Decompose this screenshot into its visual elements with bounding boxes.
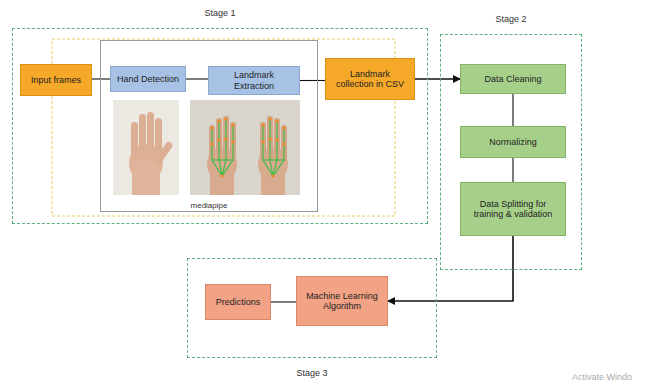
landmark-dot: [275, 138, 278, 141]
box-label: Normalizing: [489, 137, 537, 147]
box-label: Landmark Extraction: [213, 70, 295, 91]
landmark-dot: [217, 138, 220, 141]
box-label: Landmark collection in CSV: [330, 69, 410, 90]
finger: [139, 114, 146, 160]
landmark-dot: [268, 117, 271, 120]
process-box: Landmark collection in CSV: [325, 58, 415, 100]
group-heading: Stage 1: [13, 8, 427, 18]
connector-arrow: [388, 236, 513, 301]
landmark-line: [263, 159, 284, 160]
connector-arrow: [415, 78, 460, 80]
landmark-dot: [224, 117, 227, 120]
process-box: Normalizing: [460, 126, 566, 158]
photo-ground: [113, 100, 179, 195]
landmark-dot: [231, 140, 234, 143]
finger: [147, 112, 154, 160]
hand-photo: [113, 100, 179, 195]
landmark-dot: [217, 119, 220, 122]
landmark-line: [212, 121, 222, 176]
landmark-line: [273, 121, 284, 176]
landmark-line: [222, 119, 233, 176]
landmark-dot: [231, 123, 234, 126]
process-box: Data Cleaning: [460, 64, 566, 94]
stage-group: Stage 3PredictionsMachine Learning Algor…: [187, 258, 437, 358]
box-label: Machine Learning Algorithm: [301, 291, 383, 312]
process-box: Machine Learning Algorithm: [296, 276, 388, 326]
stage-group: Stage 1Input framesmediapipeHand Detecti…: [12, 28, 428, 224]
landmark-dot: [210, 142, 213, 145]
landmark-dot: [268, 137, 271, 140]
landmark-dot: [261, 140, 264, 143]
thumb: [153, 141, 174, 166]
process-box: Landmark Extraction: [208, 66, 300, 95]
landmark-dot: [224, 137, 227, 140]
finger: [131, 122, 138, 160]
group-heading: Stage 3: [188, 368, 436, 378]
box-label: Predictions: [216, 297, 261, 307]
group-heading: Stage 2: [441, 14, 581, 24]
connector-line: [512, 94, 513, 126]
watermark: Activate Windo: [572, 372, 632, 382]
box-label: Data Splitting for training & validation: [465, 199, 561, 220]
process-box: Input frames: [20, 64, 92, 96]
landmark-dots: [210, 117, 285, 177]
connector-line: [300, 80, 325, 81]
box-label: Input frames: [31, 75, 81, 85]
landmark-line: [263, 119, 273, 176]
stage-group: Stage 2Data CleaningNormalizingData Spli…: [440, 34, 582, 270]
connector-line: [271, 301, 296, 302]
landmark-dot: [282, 126, 285, 129]
group-heading: mediapipe: [101, 201, 317, 210]
landmark-lines: [212, 119, 284, 176]
box-label: Data Cleaning: [484, 74, 541, 84]
landmark-dot: [271, 174, 274, 177]
landmark-dot: [261, 123, 264, 126]
process-box: Data Splitting for training & validation: [460, 182, 566, 236]
box-label: Hand Detection: [117, 74, 179, 84]
process-box: Predictions: [205, 284, 271, 320]
landmark-dot: [275, 119, 278, 122]
connector-line: [186, 78, 208, 79]
landmark-dot: [220, 174, 223, 177]
process-box: Hand Detection: [110, 66, 186, 92]
landmark-dot: [210, 126, 213, 129]
connector-line: [92, 78, 110, 79]
landmark-line: [212, 159, 233, 160]
connector-line: [512, 158, 513, 182]
library-group: mediapipe Hand Detection Landmark Extracti…: [100, 40, 318, 212]
landmark-dot: [282, 142, 285, 145]
landmark-photo: [190, 100, 300, 195]
